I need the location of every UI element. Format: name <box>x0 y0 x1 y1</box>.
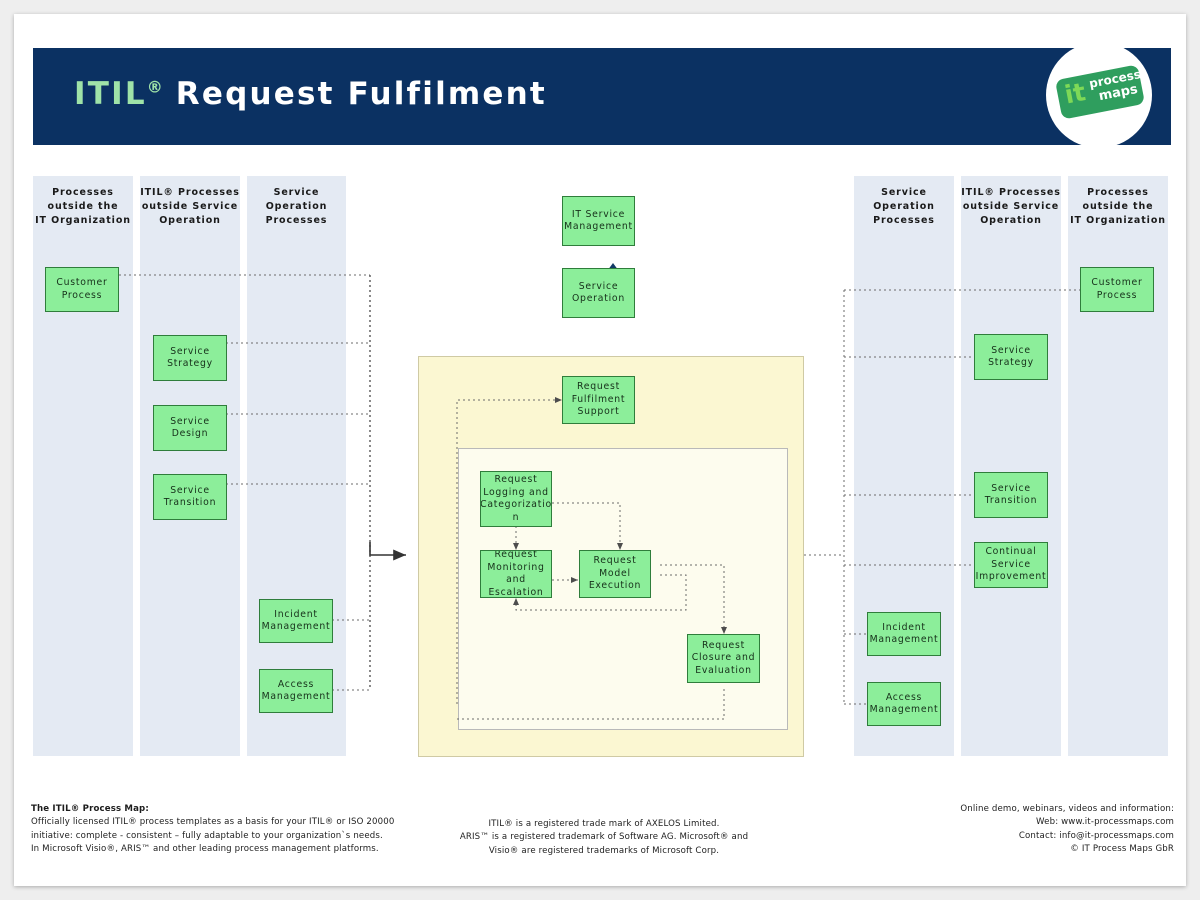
lane-right-itil-outside-service-operation: ITIL® Processes outside Service Operatio… <box>961 176 1061 756</box>
box-right-continual-service-improvement[interactable]: Continual Service Improvement <box>974 542 1048 588</box>
box-request-closure-and-evaluation[interactable]: Request Closure and Evaluation <box>687 634 760 683</box>
box-left-incident-management[interactable]: Incident Management <box>259 599 333 643</box>
box-request-model-execution[interactable]: Request Model Execution <box>579 550 651 598</box>
footer-right-line-1: Online demo, webinars, videos and inform… <box>960 804 1174 814</box>
footer-center: ITIL® is a registered trade mark of AXEL… <box>434 818 774 858</box>
box-right-service-transition[interactable]: Service Transition <box>974 472 1048 518</box>
footer-right-contact[interactable]: Contact: info@it-processmaps.com <box>1018 830 1174 841</box>
box-request-fulfilment-support[interactable]: Request Fulfilment Support <box>562 376 635 424</box>
lane-right-processes-outside-it: Processes outside the IT Organization <box>1068 176 1168 756</box>
lane-title: ITIL® Processes outside Service Operatio… <box>961 187 1061 226</box>
title-registered-mark: ® <box>146 77 163 97</box>
logo-badge-shape: it process maps <box>1054 64 1146 120</box>
box-right-access-management[interactable]: Access Management <box>867 682 941 726</box>
brand-logo[interactable]: it process maps <box>1046 42 1152 148</box>
lane-title: Processes outside the IT Organization <box>35 187 131 226</box>
box-right-customer-process[interactable]: Customer Process <box>1080 267 1154 312</box>
title-subject: Request Fulfilment <box>175 76 547 112</box>
lane-left-itil-outside-service-operation: ITIL® Processes outside Service Operatio… <box>140 176 240 756</box>
logo-it-text: it <box>1062 77 1088 110</box>
box-left-service-transition[interactable]: Service Transition <box>153 474 227 520</box>
footer-center-line-1: ITIL® is a registered trade mark of AXEL… <box>488 819 720 829</box>
footer-right-copyright: © IT Process Maps GbR <box>1070 844 1174 855</box>
box-request-monitoring-and-escalation[interactable]: Request Monitoring and Escalation <box>480 550 552 598</box>
page-title: ITIL® Request Fulfilment <box>74 76 547 112</box>
box-request-logging-and-categorization[interactable]: Request Logging and Categorizatio n <box>480 471 552 527</box>
box-left-service-strategy[interactable]: Service Strategy <box>153 335 227 381</box>
box-it-service-management[interactable]: IT Service Management <box>562 196 635 246</box>
lane-title: Processes outside the IT Organization <box>1070 187 1166 226</box>
lane-title: ITIL® Processes outside Service Operatio… <box>140 187 240 226</box>
lane-title: Service Operation Processes <box>873 187 935 226</box>
footer-left-heading: The ITIL® Process Map: <box>31 804 149 814</box>
footer-right: Online demo, webinars, videos and inform… <box>774 803 1174 857</box>
footer-left-line-2: initiative: complete - consistent – full… <box>31 830 383 841</box>
footer-left-line-1: Officially licensed ITIL® process templa… <box>31 817 395 828</box>
footer-left: The ITIL® Process Map: Officially licens… <box>31 803 451 857</box>
diagram-sheet: ITIL® Request Fulfilment it process maps… <box>14 14 1186 886</box>
box-left-customer-process[interactable]: Customer Process <box>45 267 119 312</box>
lane-left-service-operation-processes: Service Operation Processes <box>247 176 346 756</box>
box-right-service-strategy[interactable]: Service Strategy <box>974 334 1048 380</box>
lane-title: Service Operation Processes <box>265 187 328 226</box>
title-itil: ITIL <box>74 76 147 112</box>
footer-center-line-2: ARIS™ is a registered trademark of Softw… <box>459 832 749 843</box>
lane-left-processes-outside-it: Processes outside the IT Organization <box>33 176 133 756</box>
box-left-access-management[interactable]: Access Management <box>259 669 333 713</box>
box-right-incident-management[interactable]: Incident Management <box>867 612 941 656</box>
box-left-service-design[interactable]: Service Design <box>153 405 227 451</box>
header-bar: ITIL® Request Fulfilment <box>33 48 1171 145</box>
lane-right-service-operation-processes: Service Operation Processes <box>854 176 954 756</box>
footer-right-web[interactable]: Web: www.it-processmaps.com <box>1036 817 1174 828</box>
box-service-operation[interactable]: Service Operation <box>562 268 635 318</box>
footer-left-line-3: In Microsoft Visio®, ARIS™ and other lea… <box>31 844 379 855</box>
footer-center-line-3: Visio® are registered trademarks of Micr… <box>488 845 720 856</box>
